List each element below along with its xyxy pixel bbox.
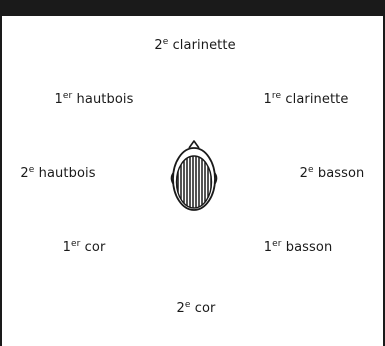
head-top-view-icon: [168, 140, 220, 214]
ordinal-suffix: er: [71, 239, 80, 249]
label-2nd-oboe: 2e hautbois: [20, 166, 95, 182]
instrument-name: basson: [286, 240, 333, 255]
instrument-name: clarinette: [173, 38, 236, 53]
label-1st-horn: 1er cor: [63, 240, 106, 256]
instrument-name: hautbois: [39, 166, 96, 181]
instrument-name: hautbois: [77, 92, 134, 107]
ordinal-suffix: re: [272, 91, 281, 101]
ordinal-suffix: e: [29, 165, 35, 175]
instrument-name: cor: [85, 240, 106, 255]
ordinal-suffix: e: [185, 300, 191, 310]
label-2nd-horn: 2e cor: [177, 301, 216, 317]
ordinal-suffix: e: [308, 165, 314, 175]
instrument-name: clarinette: [285, 92, 348, 107]
instrument-name: basson: [318, 166, 365, 181]
instrument-name: cor: [195, 301, 216, 316]
ordinal-suffix: er: [272, 239, 281, 249]
ordinal-suffix: er: [63, 91, 72, 101]
label-1st-bassoon: 1er basson: [264, 240, 333, 256]
label-1st-oboe: 1er hautbois: [55, 92, 134, 108]
ordinal-suffix: e: [163, 37, 169, 47]
label-1st-clarinet: 1re clarinette: [264, 92, 349, 108]
label-2nd-clarinet: 2e clarinette: [154, 38, 235, 54]
label-2nd-bassoon: 2e basson: [300, 166, 365, 182]
